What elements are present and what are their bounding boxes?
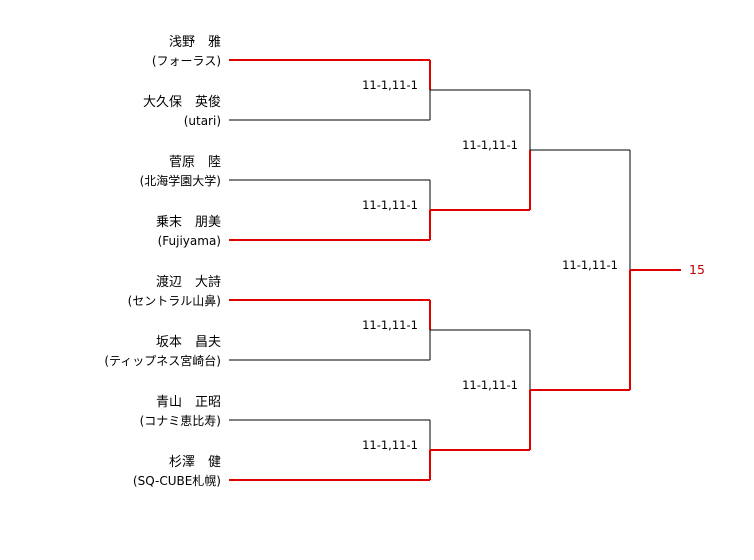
player-team: (コナミ恵比寿) xyxy=(139,414,221,428)
player-entry: 杉澤 健 (SQ-CUBE札幌) xyxy=(21,454,221,490)
player-team: (Fujiyama) xyxy=(157,234,221,248)
player-team: (SQ-CUBE札幌) xyxy=(132,474,221,488)
player-entry: 大久保 英俊 (utari) xyxy=(21,94,221,130)
player-name: 乗末 朋美 xyxy=(155,215,221,230)
player-team: (utari) xyxy=(183,114,221,128)
match-score: 11-1,11-1 xyxy=(462,378,518,392)
player-team: (北海学園大学) xyxy=(139,174,221,188)
player-name: 浅野 雅 xyxy=(168,35,221,50)
player-entry: 浅野 雅 (フォーラス) xyxy=(21,34,221,70)
player-entry: 青山 正昭 (コナミ恵比寿) xyxy=(21,394,221,430)
player-name: 渡辺 大詩 xyxy=(155,275,221,290)
player-entry: 菅原 陸 (北海学園大学) xyxy=(21,154,221,190)
player-name: 大久保 英俊 xyxy=(142,95,221,110)
player-team: (セントラル山鼻) xyxy=(127,294,221,308)
player-team: (フォーラス) xyxy=(151,54,221,68)
match-score: 11-1,11-1 xyxy=(562,258,618,272)
match-score: 11-1,11-1 xyxy=(362,78,418,92)
match-score: 11-1,11-1 xyxy=(362,438,418,452)
match-score: 11-1,11-1 xyxy=(462,138,518,152)
player-entry: 乗末 朋美 (Fujiyama) xyxy=(21,214,221,250)
player-entry: 坂本 昌夫 (ティップネス宮崎台) xyxy=(21,334,221,370)
final-result-label: 15 xyxy=(689,262,705,277)
player-entry: 渡辺 大詩 (セントラル山鼻) xyxy=(21,274,221,310)
player-name: 菅原 陸 xyxy=(168,155,221,170)
player-team: (ティップネス宮崎台) xyxy=(104,354,221,368)
player-name: 杉澤 健 xyxy=(168,455,221,470)
player-name: 坂本 昌夫 xyxy=(155,335,221,350)
match-score: 11-1,11-1 xyxy=(362,318,418,332)
match-score: 11-1,11-1 xyxy=(362,198,418,212)
player-name: 青山 正昭 xyxy=(155,395,221,410)
